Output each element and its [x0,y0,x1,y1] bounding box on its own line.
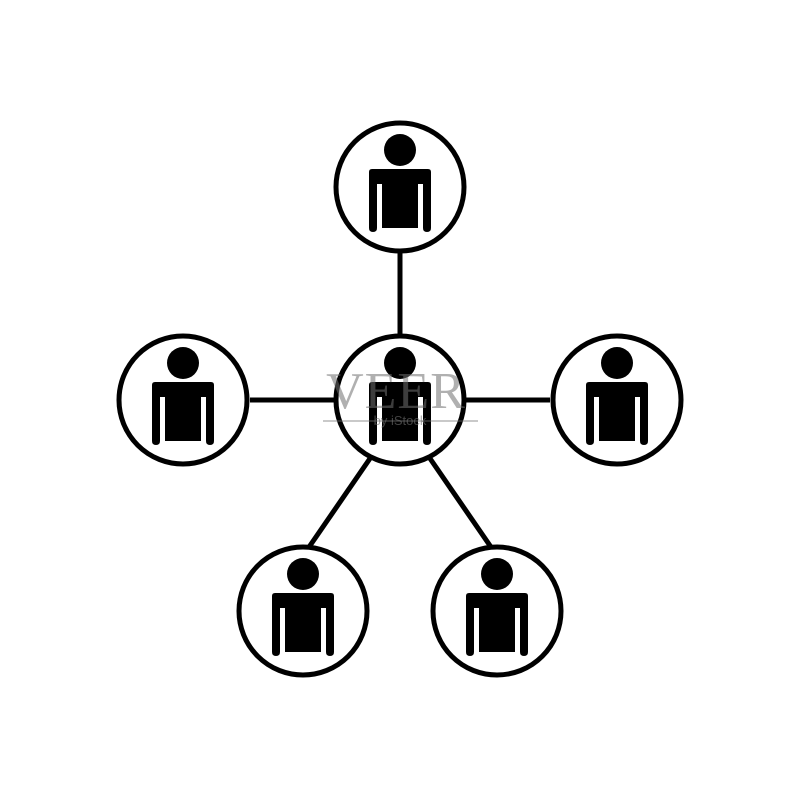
connector-bottom-left [304,455,374,552]
node-bottom-right [430,544,564,678]
node-top [333,120,467,254]
node-center [333,333,467,467]
watermark: VEER by iStock [323,363,478,428]
watermark-tagline: by iStock [374,413,427,428]
connectors [250,253,550,552]
connector-bottom-right [426,455,496,552]
node-right [550,333,684,467]
node-bottom-left [236,544,370,678]
node-left [116,333,250,467]
watermark-brand: VEER [326,363,466,420]
